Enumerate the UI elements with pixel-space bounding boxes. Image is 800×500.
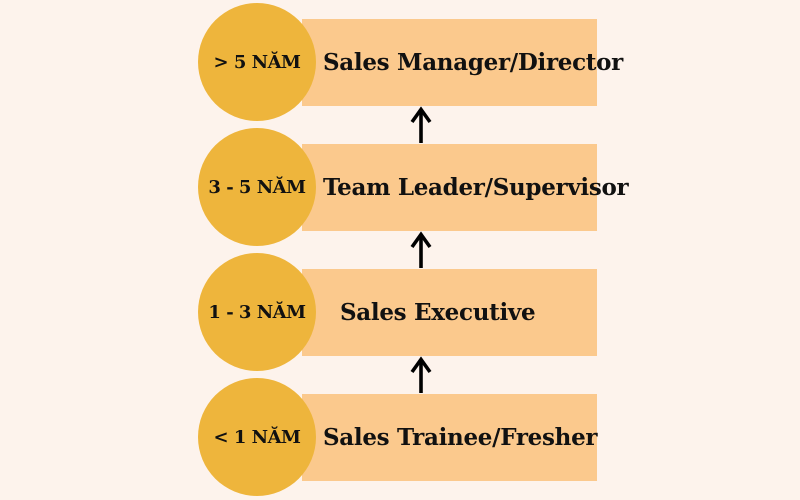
experience-circle: < 1 NĂM <box>198 378 316 496</box>
experience-label: > 5 NĂM <box>213 51 301 73</box>
up-arrow-icon <box>408 231 434 269</box>
role-bar: Sales Manager/Director <box>302 19 623 106</box>
experience-label: < 1 NĂM <box>213 426 301 448</box>
experience-circle: > 5 NĂM <box>198 3 316 121</box>
experience-label: 3 - 5 NĂM <box>208 176 306 198</box>
role-label: Team Leader/Supervisor <box>323 174 629 201</box>
role-bar: Team Leader/Supervisor <box>302 144 629 231</box>
up-arrow-icon <box>408 106 434 144</box>
role-bar: Sales Executive <box>302 269 597 356</box>
experience-circle: 1 - 3 NĂM <box>198 253 316 371</box>
experience-circle: 3 - 5 NĂM <box>198 128 316 246</box>
role-label: Sales Trainee/Fresher <box>323 424 598 451</box>
experience-label: 1 - 3 NĂM <box>208 301 306 323</box>
role-bar: Sales Trainee/Fresher <box>302 394 598 481</box>
up-arrow-icon <box>408 356 434 394</box>
role-label: Sales Manager/Director <box>323 49 623 76</box>
role-label: Sales Executive <box>340 299 536 326</box>
